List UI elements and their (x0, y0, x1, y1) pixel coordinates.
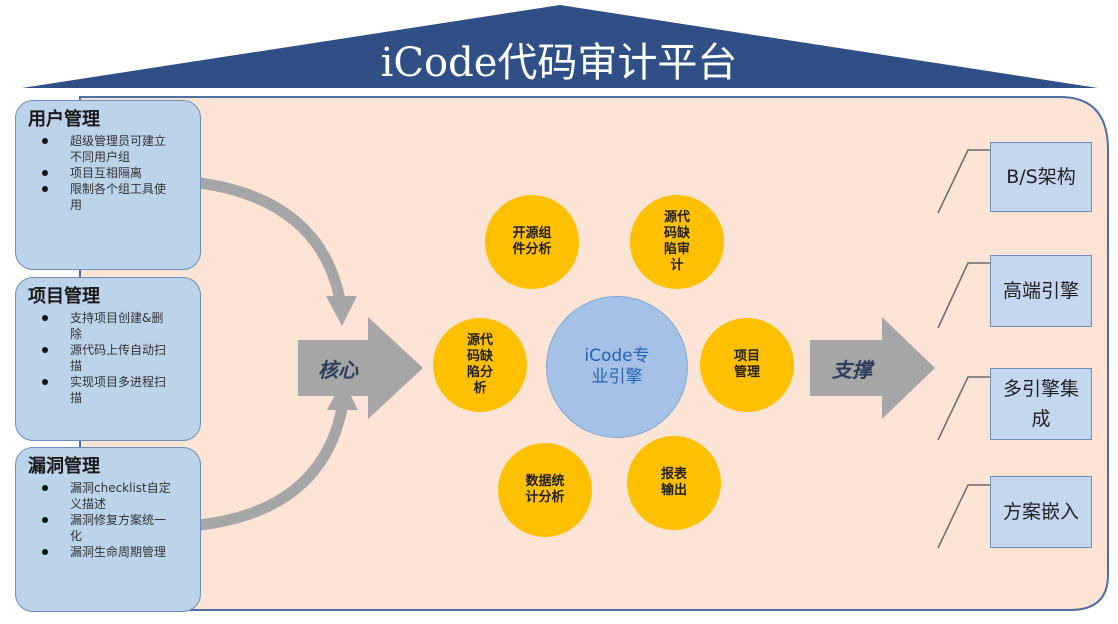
list-item: 项目互相隔离 (42, 165, 190, 181)
core-label: 核心 (318, 358, 358, 382)
list-item: 限制各个组工具使用 (42, 181, 170, 213)
panel-title: 漏洞管理 (28, 456, 100, 477)
right-brackets (937, 149, 990, 549)
satellite-project-management: 项目管理 (700, 318, 794, 412)
satellite-source-defect-analysis: 源代码缺陷分析 (433, 318, 527, 412)
page-title: iCode代码审计平台 (380, 40, 738, 86)
satellite-report-output: 报表输出 (627, 436, 721, 530)
support-label: 支撑 (832, 358, 872, 382)
feature-box-solution-embed: 方案嵌入 (990, 476, 1092, 548)
list-item: 实现项目多进程扫描 (42, 374, 170, 406)
list-item: 超级管理员可建立不同用户组 (42, 133, 170, 165)
feature-box-high-end-engine: 高端引擎 (990, 255, 1092, 327)
satellite-label: 源代码缺陷审计 (663, 210, 690, 273)
support-arrow (810, 317, 935, 419)
satellite-data-statistics: 数据统计分析 (498, 443, 592, 537)
satellite-label: 报表输出 (660, 467, 687, 498)
feature-label: 多引擎集成 (1002, 378, 1079, 430)
curve-arrowhead-top (326, 296, 357, 326)
list-item: 支持项目创建&删除 (42, 310, 170, 342)
panel-vulnerability-management: 漏洞管理 漏洞checklist自定义描述 漏洞修复方案统一化 漏洞生命周期管理 (15, 447, 201, 612)
satellite-label: 项目管理 (733, 349, 760, 380)
list-item: 源代码上传自动扫描 (42, 342, 170, 374)
satellite-label: 开源组件分析 (512, 226, 552, 257)
curve-arrow-bottom (199, 406, 348, 531)
panel-project-management: 项目管理 支持项目创建&删除 源代码上传自动扫描 实现项目多进程扫描 (15, 277, 201, 441)
satellite-label: 数据统计分析 (525, 474, 565, 505)
feature-box-multi-engine: 多引擎集成 (990, 368, 1092, 440)
satellite-label: 源代码缺陷分析 (466, 333, 493, 396)
panel-user-management: 用户管理 超级管理员可建立不同用户组 项目互相隔离 限制各个组工具使用 (15, 100, 201, 270)
panel-title: 用户管理 (28, 109, 100, 130)
panel-title: 项目管理 (28, 286, 100, 307)
roof-triangle (22, 5, 1098, 88)
feature-label: 方案嵌入 (1002, 501, 1079, 523)
satellite-open-source-analysis: 开源组件分析 (485, 195, 579, 289)
list-item: 漏洞checklist自定义描述 (42, 480, 180, 512)
list-item: 漏洞修复方案统一化 (42, 512, 170, 544)
list-item: 漏洞生命周期管理 (42, 544, 170, 560)
engine-label: iCode专业引擎 (584, 346, 650, 387)
feature-label: B/S架构 (1006, 166, 1076, 188)
engine-circle: iCode专业引擎 (546, 296, 688, 438)
core-arrow (298, 317, 423, 419)
feature-box-bs-architecture: B/S架构 (990, 142, 1092, 212)
curve-arrow-top (199, 177, 346, 302)
feature-label: 高端引擎 (1002, 280, 1079, 302)
satellite-source-defect-audit: 源代码缺陷审计 (630, 195, 724, 289)
